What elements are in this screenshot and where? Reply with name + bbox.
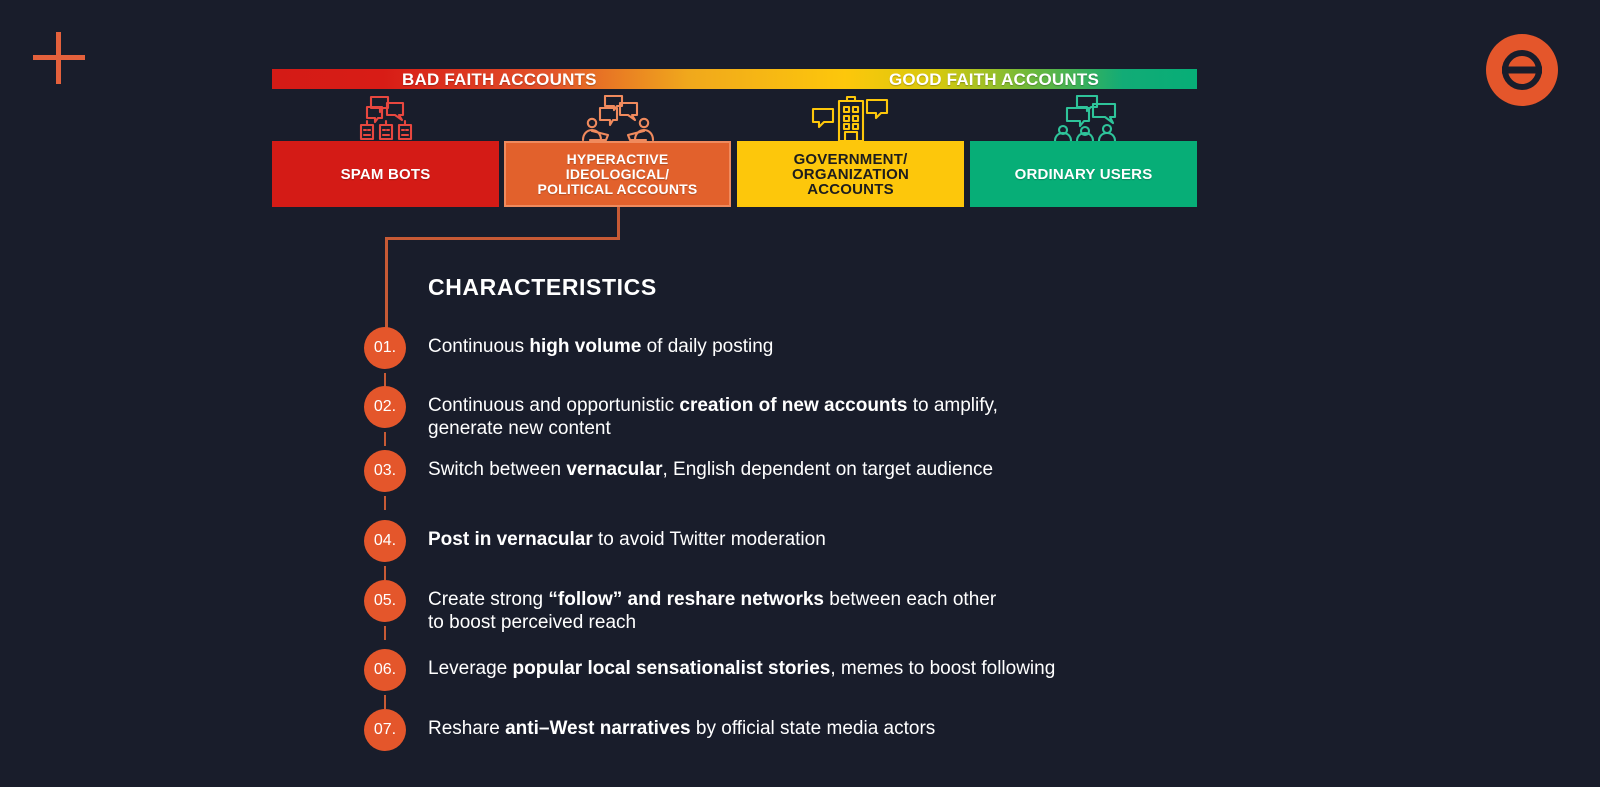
connector-dash (384, 626, 386, 640)
characteristic-item: 07. Reshare anti–West narratives by offic… (364, 709, 1484, 751)
characteristic-number-badge: 05. (364, 580, 406, 622)
characteristic-text: Post in vernacular to avoid Twitter mode… (428, 529, 826, 550)
connector-dash (384, 566, 386, 580)
spam-bots-icon (336, 95, 436, 141)
characteristic-text: Create strong “follow” and reshare netwo… (428, 589, 997, 633)
connector-vertical-left (385, 237, 388, 337)
plus-icon-vertical-bar (56, 32, 61, 84)
characteristic-text: Continuous and opportunistic creation of… (428, 395, 998, 439)
characteristic-badge-column: 04. (364, 520, 428, 580)
characteristic-badge-column: 02. (364, 386, 428, 446)
circle-logo-icon (1486, 34, 1558, 106)
faith-spectrum-bar: BAD FAITH ACCOUNTS GOOD FAITH ACCOUNTS (272, 69, 1197, 89)
characteristic-text: Continuous high volume of daily posting (428, 336, 774, 357)
characteristic-text: Switch between vernacular, English depen… (428, 459, 994, 480)
characteristic-item: 05. Create strong “follow” and reshare ne… (364, 580, 1484, 640)
characteristic-number-badge: 03. (364, 450, 406, 492)
plus-icon (33, 32, 85, 84)
political-accounts-icon (568, 95, 668, 141)
characteristics-title: CHARACTERISTICS (428, 274, 657, 300)
characteristic-number-badge: 01. (364, 327, 406, 369)
connector-vertical-right (617, 207, 620, 239)
characteristic-number-badge: 04. (364, 520, 406, 562)
characteristic-badge-column: 03. (364, 450, 428, 510)
connector-dash (384, 373, 386, 387)
category-label: ORDINARY USERS (1014, 165, 1153, 183)
characteristics-list: 01. Continuous high volume of daily posti… (364, 327, 1484, 751)
category-icon-row (272, 95, 1197, 141)
spectrum-label-good: GOOD FAITH ACCOUNTS (889, 70, 1099, 89)
characteristic-item: 04. Post in vernacular to avoid Twitter m… (364, 520, 1484, 580)
characteristic-item: 06. Leverage popular local sensationalist… (364, 649, 1484, 709)
characteristic-badge-column: 01. (364, 327, 428, 387)
connector-dash (384, 695, 386, 709)
characteristic-badge-column: 05. (364, 580, 428, 640)
characteristic-number-badge: 02. (364, 386, 406, 428)
spectrum-label-bad: BAD FAITH ACCOUNTS (402, 70, 597, 89)
category-label: HYPERACTIVE IDEOLOGICAL/ POLITICAL ACCOU… (537, 150, 698, 197)
connector-horizontal (385, 237, 620, 240)
category-label: SPAM BOTS (340, 165, 431, 183)
category-box-row: SPAM BOTS HYPERACTIVE IDEOLOGICAL/ POLIT… (272, 141, 1197, 207)
characteristic-item: 01. Continuous high volume of daily posti… (364, 327, 1484, 387)
category-box-government-organization-accounts[interactable]: GOVERNMENT/ ORGANIZATION ACCOUNTS (737, 141, 964, 207)
characteristic-number-badge: 06. (364, 649, 406, 691)
characteristic-item: 02. Continuous and opportunistic creation… (364, 386, 1484, 446)
characteristic-number-badge: 07. (364, 709, 406, 751)
characteristic-item: 03. Switch between vernacular, English de… (364, 450, 1484, 510)
ordinary-users-icon (1034, 95, 1134, 141)
government-building-icon (801, 95, 901, 141)
category-box-spam-bots[interactable]: SPAM BOTS (272, 141, 499, 207)
characteristic-badge-column: 06. (364, 649, 428, 709)
characteristic-badge-column: 07. (364, 709, 428, 751)
category-box-ordinary-users[interactable]: ORDINARY USERS (970, 141, 1197, 207)
characteristic-text: Reshare anti–West narratives by official… (428, 718, 936, 739)
category-label: GOVERNMENT/ ORGANIZATION ACCOUNTS (791, 150, 910, 198)
characteristic-text: Leverage popular local sensationalist st… (428, 658, 1056, 679)
category-box-hyperactive-ideological-political-accounts[interactable]: HYPERACTIVE IDEOLOGICAL/ POLITICAL ACCOU… (504, 141, 731, 207)
circle-logo-slot (1502, 66, 1542, 74)
connector-dash (384, 496, 386, 510)
connector-dash (384, 432, 386, 446)
